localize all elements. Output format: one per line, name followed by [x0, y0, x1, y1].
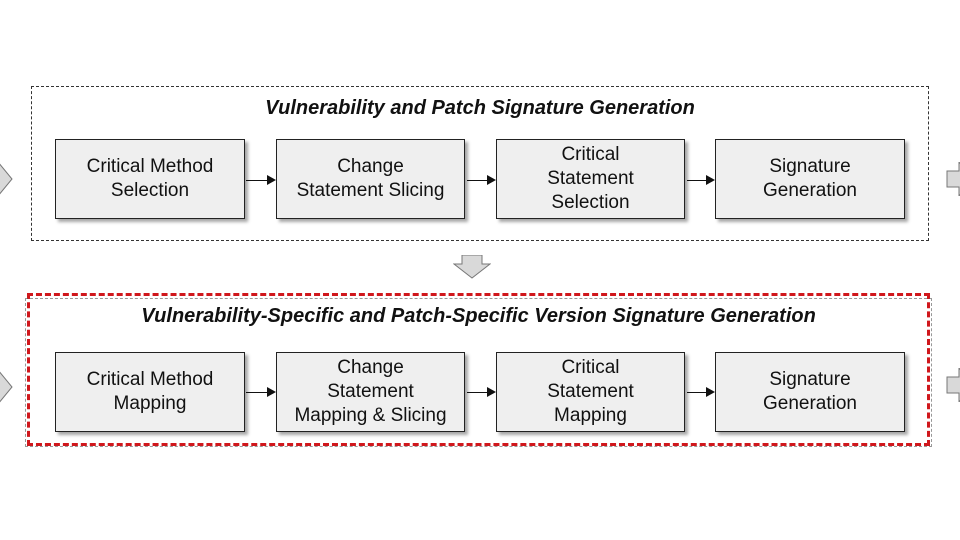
step-critical-method-mapping: Critical Method Mapping	[55, 352, 245, 432]
stage-panel-signature-generation: Vulnerability and Patch Signature Genera…	[31, 86, 929, 241]
stage-title: Vulnerability and Patch Signature Genera…	[265, 97, 695, 119]
flow-arrow	[246, 387, 276, 397]
step-signature-generation: Signature Generation	[715, 352, 905, 432]
down-block-arrow-icon	[453, 255, 491, 279]
flow-arrow	[687, 387, 715, 397]
step-signature-generation: Signature Generation	[715, 139, 905, 219]
flow-arrow	[246, 175, 276, 185]
right-edge-arrow-top-icon	[946, 162, 960, 196]
flow-arrow	[467, 175, 496, 185]
step-critical-statement-mapping: Critical Statement Mapping	[496, 352, 685, 432]
step-change-statement-mapping-slicing: Change Statement Mapping & Slicing	[276, 352, 465, 432]
flow-arrow	[467, 387, 496, 397]
step-critical-method-selection: Critical Method Selection	[55, 139, 245, 219]
left-edge-arrow-bottom-icon	[0, 371, 13, 403]
step-critical-statement-selection: Critical Statement Selection	[496, 139, 685, 219]
left-edge-arrow-top-icon	[0, 163, 13, 195]
step-change-statement-slicing: Change Statement Slicing	[276, 139, 465, 219]
stage-title: Vulnerability-Specific and Patch-Specifi…	[141, 305, 816, 327]
flow-arrow	[687, 175, 715, 185]
right-edge-arrow-bottom-icon	[946, 368, 960, 402]
